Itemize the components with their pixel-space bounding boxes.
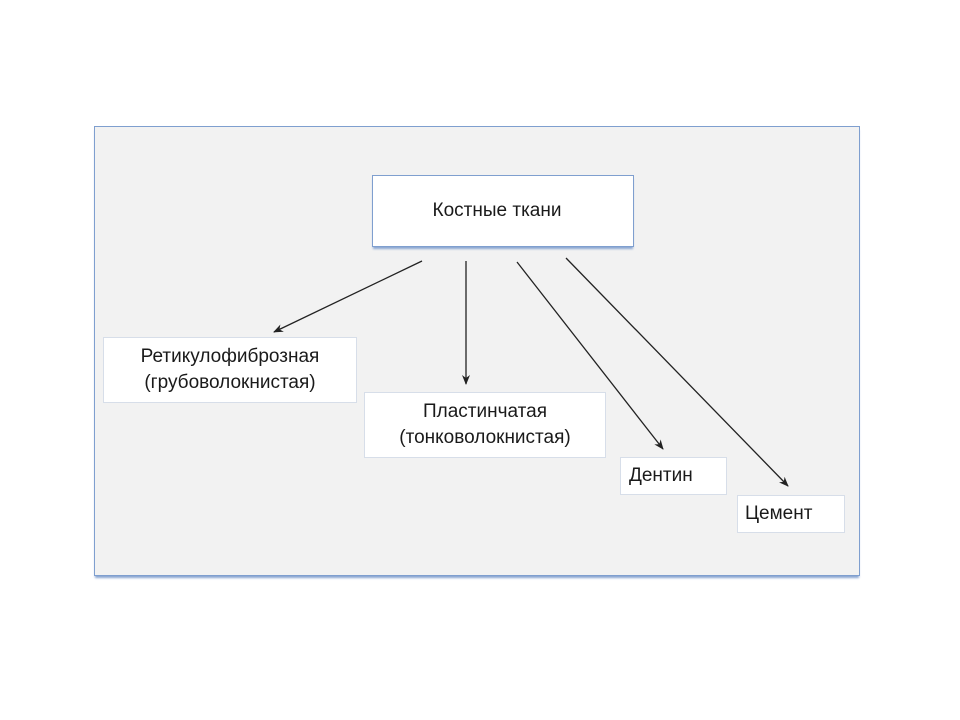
node-dentin-label: Дентин (629, 465, 693, 486)
node-dentin: Дентин (620, 457, 727, 495)
node-reticulofibrous-label: Ретикулофиброзная (грубоволокнистая) (140, 346, 320, 393)
node-cement-label: Цемент (745, 503, 813, 524)
node-reticulofibrous: Ретикулофиброзная (грубоволокнистая) (103, 337, 357, 403)
node-lamellar-label: Пластинчатая (тонковолокнистая) (399, 401, 571, 448)
node-lamellar: Пластинчатая (тонковолокнистая) (364, 392, 606, 458)
root-node-bone-tissues: Костные ткани (372, 175, 634, 247)
root-node-label: Костные ткани (432, 200, 562, 221)
node-cement: Цемент (737, 495, 845, 533)
